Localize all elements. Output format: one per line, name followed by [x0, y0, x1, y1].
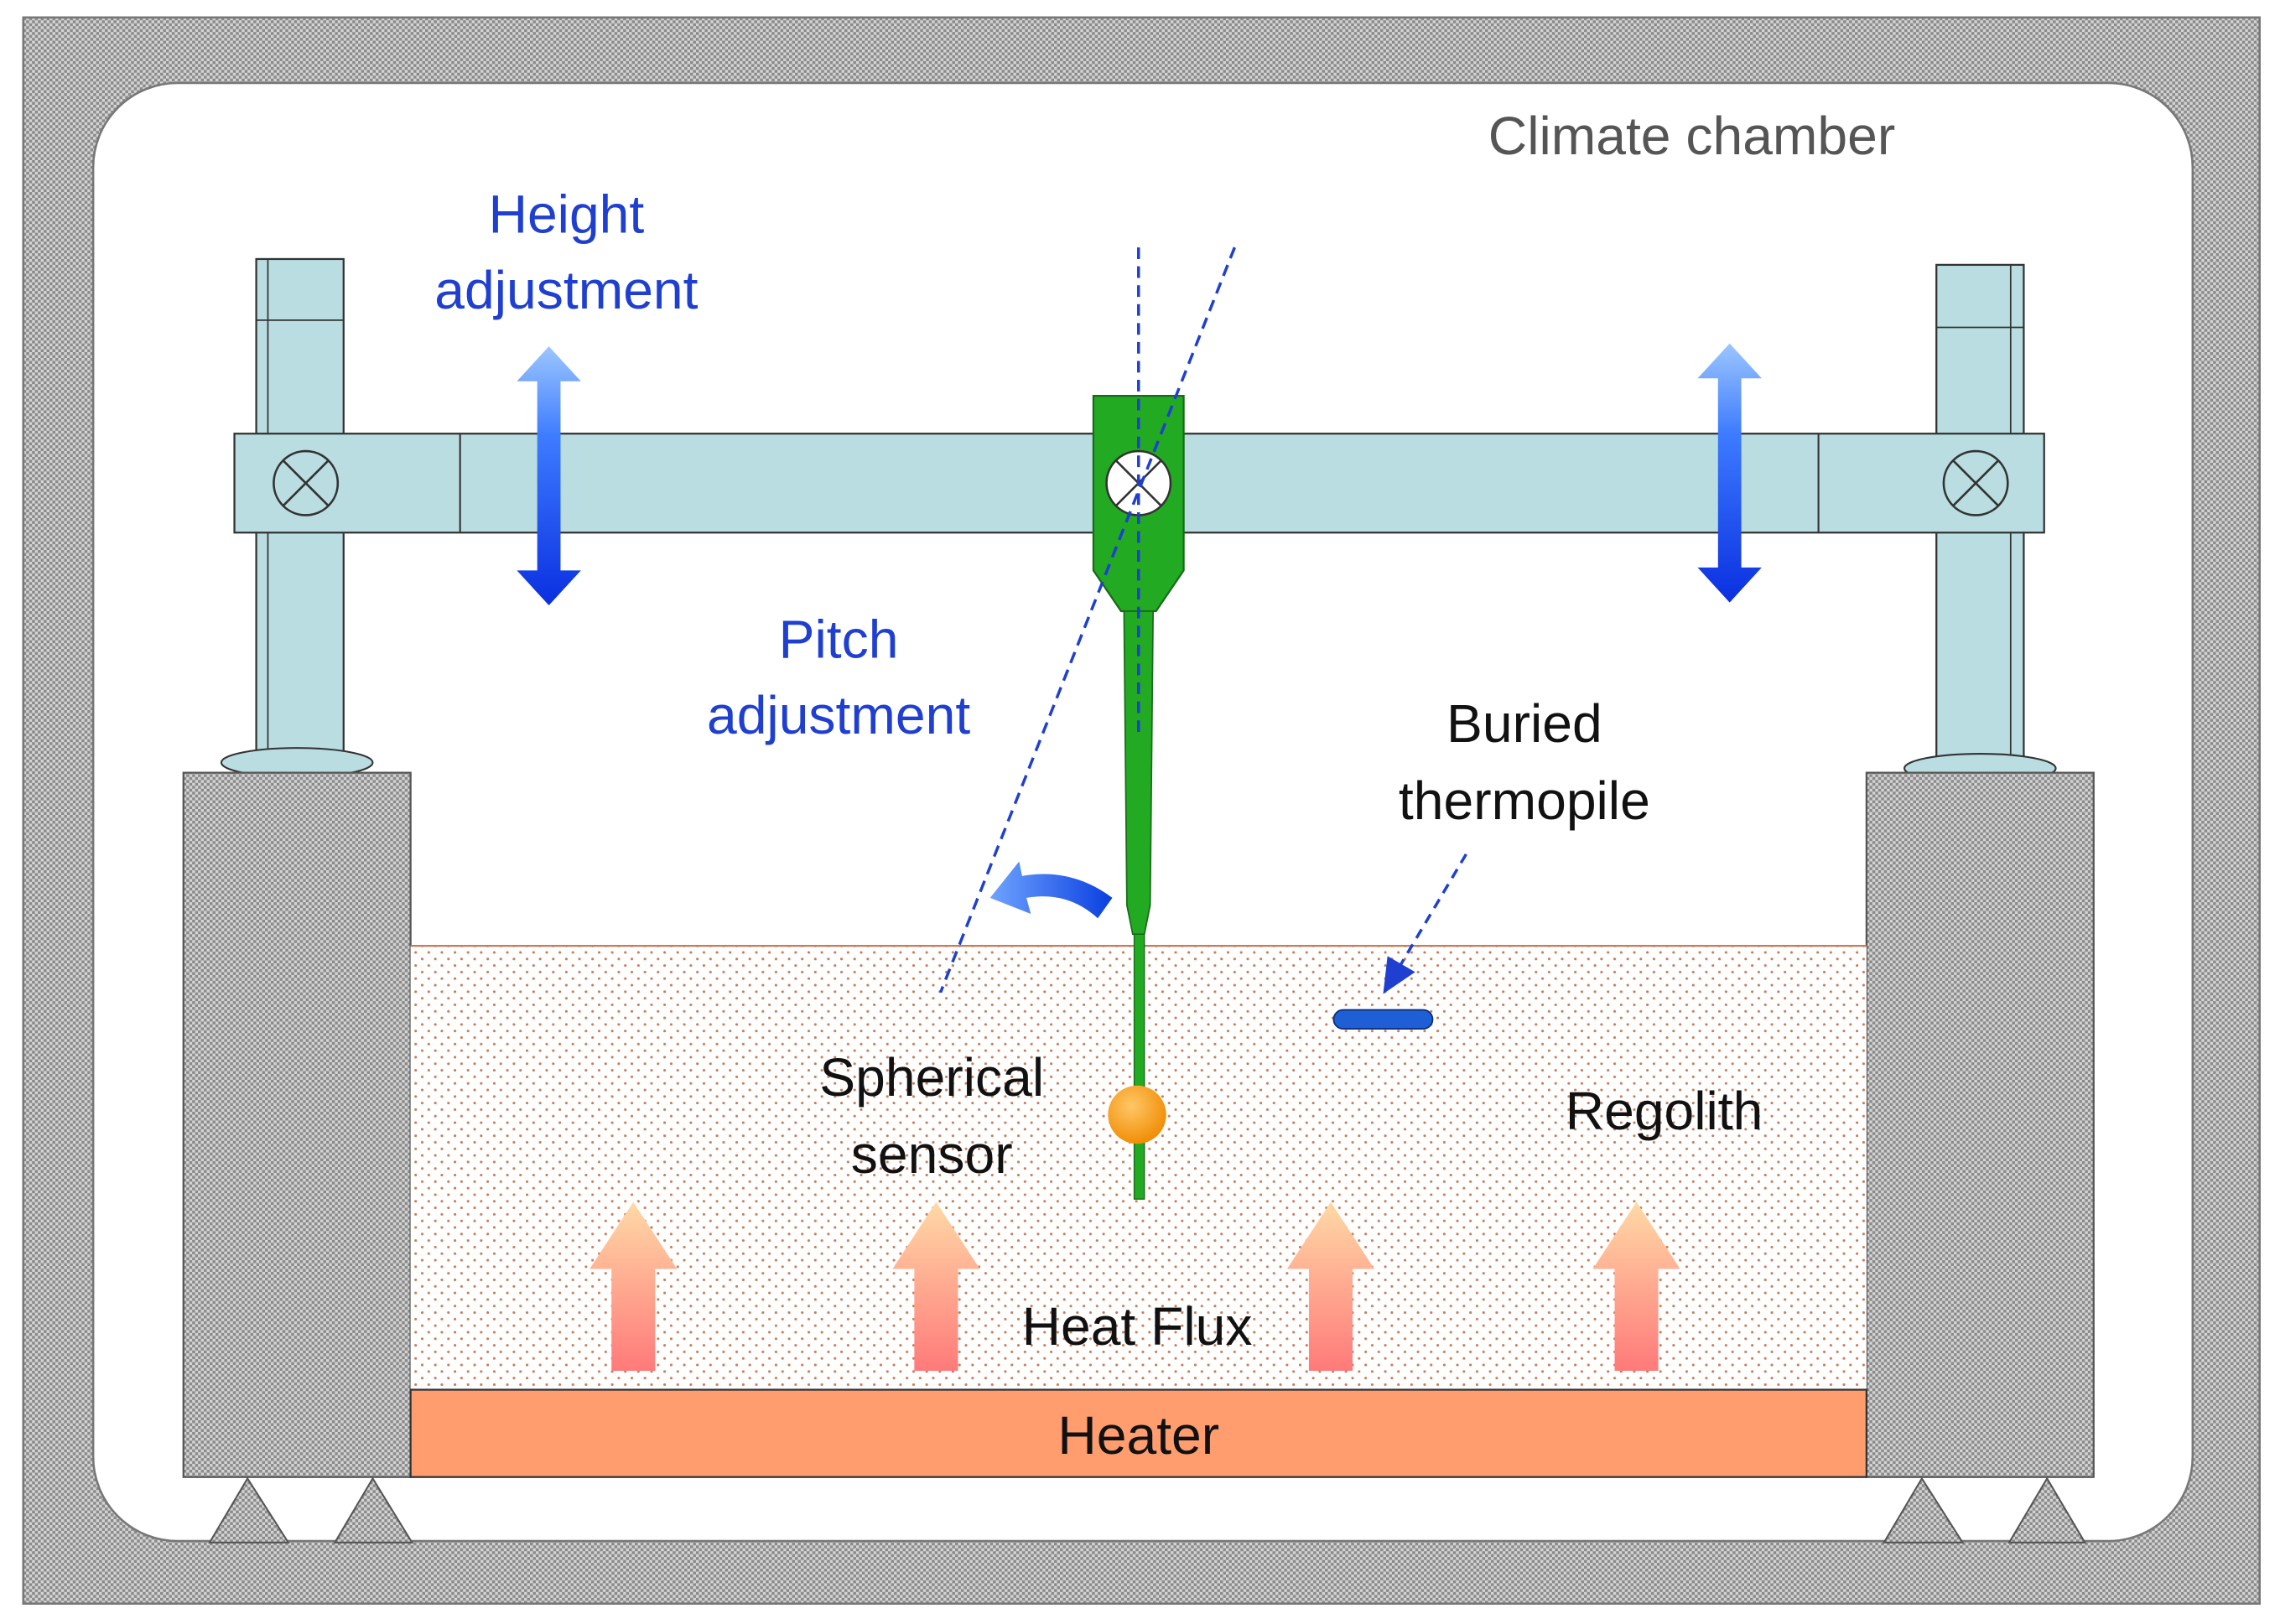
heat-up-arrow-icon — [589, 1201, 678, 1371]
curved-rotation-arrow-icon — [989, 861, 1113, 919]
pivot-cross-icon — [273, 449, 340, 516]
spherical-sensor — [1108, 1085, 1166, 1144]
pitch-adjustment-label: Pitch — [779, 610, 899, 670]
buried-thermopile-label: Buried — [1446, 693, 1602, 754]
feet — [208, 1476, 2087, 1544]
spherical-sensor-label: Spherical — [819, 1047, 1044, 1108]
left-block — [182, 771, 412, 1478]
regolith-label: Regolith — [1566, 1081, 1763, 1141]
heat-up-arrow-icon — [1286, 1201, 1375, 1371]
right-block — [1865, 771, 2095, 1478]
heat-up-arrow-icon — [892, 1201, 980, 1371]
buried-thermopile-label: thermopile — [1399, 770, 1650, 831]
chamber-label: Climate chamber — [1488, 106, 1895, 166]
heater-plate — [409, 1388, 1868, 1478]
thermopile-pointer-head — [1383, 956, 1415, 994]
pitch-axis-line — [939, 246, 1236, 994]
double-arrow-vertical-icon — [517, 346, 581, 606]
pitch-adjustment-label: adjustment — [707, 685, 970, 745]
heat-up-arrow-icon — [1592, 1201, 1680, 1371]
heater-label: Heater — [1057, 1405, 1219, 1466]
double-arrow-vertical-icon — [1697, 343, 1762, 603]
height-adjustment-label: adjustment — [434, 260, 698, 320]
pivot-cross-icon — [1942, 449, 2009, 516]
spherical-sensor-label: sensor — [851, 1124, 1013, 1185]
height-adjustment-label: Height — [489, 184, 645, 245]
buried-thermopile — [1332, 1009, 1434, 1030]
heat-flux-label: Heat Flux — [1022, 1296, 1253, 1357]
thermopile-pointer — [1399, 853, 1467, 966]
